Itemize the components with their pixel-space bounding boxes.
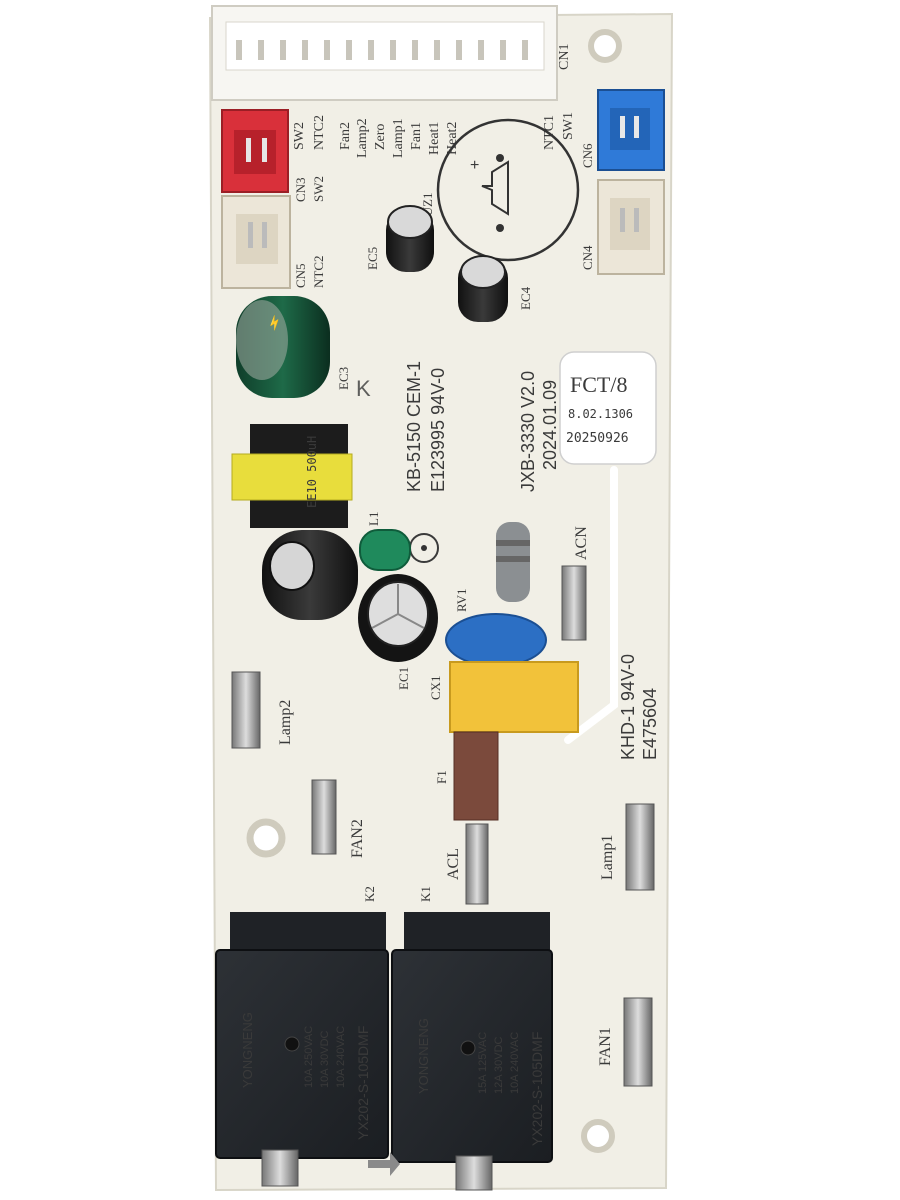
label-l1: L1	[366, 512, 381, 526]
cn4-connector: CN4	[580, 179, 665, 275]
relay-k1-rating-3: 10A 240VAC	[509, 1032, 521, 1094]
relay-k2-rating-3: 10A 240VAC	[335, 1026, 347, 1088]
relay-k2-rating-2: 10A 30VDC	[319, 1030, 331, 1088]
cn3-red-connector: CN3 SW2	[221, 109, 326, 202]
label-ec3: EC3	[336, 367, 351, 390]
rv1-varistor: RV1	[445, 588, 547, 667]
label-cn3-sw2: SW2	[311, 176, 326, 202]
pin-label-lamp1: Lamp1	[391, 118, 406, 158]
label-fan1: FAN1	[597, 1027, 614, 1066]
marking-kb5150: KB-5150 CEM-1	[404, 361, 424, 492]
cx1-capacitor: CX1	[428, 661, 579, 733]
relay-k2-rating-1: 10A 250VAC	[303, 1026, 315, 1088]
label-cn5-ntc2: NTC2	[311, 256, 326, 289]
label-cn1: CN1	[557, 44, 572, 70]
sticker-line2: 8.02.1306	[568, 407, 633, 421]
ec4-capacitor: EC4	[458, 255, 533, 322]
header-pin-labels: SW2 NTC2 Fan2 Lamp2 Zero Lamp1 Fan1 Heat…	[292, 112, 576, 158]
k2-relay: K2 YONGNENG 10A 250VAC 10A 30VDC 10A 240…	[215, 886, 389, 1187]
cn5-connector: CN5 NTC2	[221, 195, 326, 289]
sticker-line1: FCT/8	[570, 372, 627, 397]
label-cn4: CN4	[580, 245, 595, 270]
label-ec4: EC4	[518, 286, 533, 310]
ec3-capacitor: ⚡ EC3	[236, 296, 351, 398]
marking-jxb3330: JXB-3330 V2.0	[518, 371, 538, 492]
label-cn6: CN6	[580, 143, 595, 168]
acl-terminal: ACL	[445, 823, 489, 905]
fct-sticker: FCT/8 8.02.1306 20250926	[559, 351, 657, 465]
relay-k1-rating-4: 15A 125VAC	[477, 1032, 489, 1094]
label-k2: K2	[362, 886, 377, 902]
relay-k1-model: YX202-S-105DMF	[529, 1032, 545, 1146]
label-f1: F1	[434, 770, 449, 784]
pin-label-sw2: SW2	[292, 122, 307, 150]
label-cx1: CX1	[428, 675, 443, 700]
ec1-capacitor: EC1	[358, 574, 438, 690]
pin-label-zero: Zero	[373, 124, 388, 150]
cn6-blue-connector: CN6	[580, 89, 665, 171]
resistor-component	[496, 522, 530, 602]
label-transformer: EE10 500uH	[305, 436, 319, 508]
label-k1: K1	[418, 886, 433, 902]
svg-text:K: K	[356, 376, 371, 401]
label-cn5: CN5	[293, 263, 308, 288]
label-acn: ACN	[573, 526, 590, 560]
label-lamp1: Lamp1	[599, 835, 616, 880]
marking-date: 2024.01.09	[540, 380, 560, 470]
silkscreen-arrow	[368, 1152, 400, 1176]
svg-text:⚡: ⚡	[265, 313, 285, 333]
pin-label-ntc2: NTC2	[312, 115, 327, 150]
lamp2-terminal: Lamp2	[231, 671, 294, 749]
k1-relay: K1 YONGNENG 15A 125VAC 12A 30VDC 10A 240…	[391, 886, 553, 1191]
pin-label-heat1: Heat1	[427, 122, 442, 155]
label-ec5: EC5	[365, 247, 380, 270]
label-lamp2: Lamp2	[277, 700, 294, 745]
marking-e475604: E475604	[640, 688, 660, 760]
pin-label-lamp2: Lamp2	[355, 118, 370, 158]
label-ec1: EC1	[396, 667, 411, 690]
relay-k1-brand: YONGNENG	[416, 1018, 431, 1094]
label-acl: ACL	[445, 848, 462, 880]
transformer: EE10 500uH	[231, 424, 353, 528]
f1-fuse: F1	[434, 731, 499, 821]
big-capacitor	[262, 530, 358, 620]
pin-label-fan2: Fan2	[338, 122, 353, 150]
mounting-holes	[246, 29, 622, 1153]
label-rv1: RV1	[454, 588, 469, 612]
relay-k1-rating-5: 12A 30VDC	[493, 1036, 505, 1094]
marking-e123995: E123995 94V-0	[428, 368, 448, 492]
isolation-slot	[564, 466, 618, 744]
fan1-terminal: FAN1	[597, 997, 653, 1087]
marking-khd1: KHD-1 94V-0	[618, 654, 638, 760]
lamp1-terminal: Lamp1	[599, 803, 655, 891]
svg-text:+: +	[470, 157, 479, 174]
cn1-header-connector: CN1	[211, 5, 572, 101]
relay-k2-model: YX202-S-105DMF	[355, 1026, 371, 1140]
relay-k2-brand: YONGNENG	[240, 1012, 255, 1088]
pin-label-sw1: SW1	[561, 112, 576, 140]
l1-inductor: L1	[359, 512, 411, 571]
acn-terminal: ACN	[561, 526, 590, 641]
fan2-terminal: FAN2	[311, 779, 366, 858]
pin-label-fan1: Fan1	[409, 122, 424, 150]
model-markings: KB-5150 CEM-1 E123995 94V-0 JXB-3330 V2.…	[356, 361, 660, 760]
label-fan2: FAN2	[349, 819, 366, 858]
label-cn3: CN3	[293, 177, 308, 202]
pin-label-heat2: Heat2	[445, 122, 460, 155]
sticker-line3: 20250926	[566, 431, 629, 446]
ec5-capacitor: EC5	[365, 205, 434, 272]
